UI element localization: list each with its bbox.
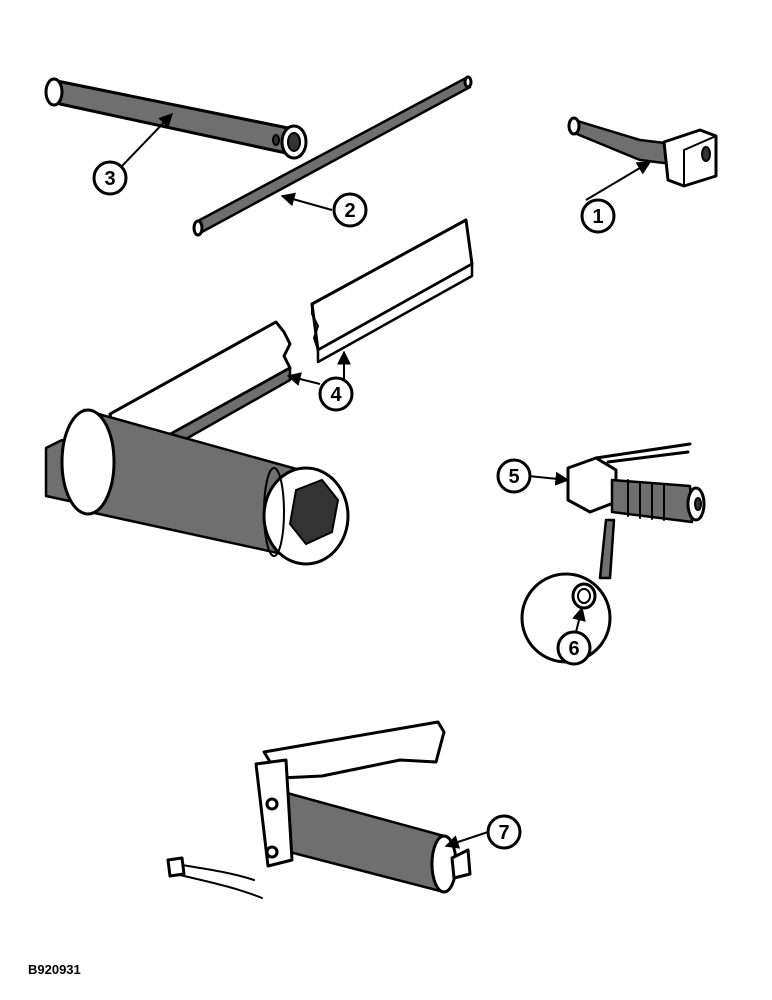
rod-tool (192, 75, 473, 237)
callout-1: 1 (580, 198, 616, 234)
leader-lines (121, 112, 652, 849)
svg-text:4: 4 (330, 384, 342, 406)
t-handle-tool (567, 116, 718, 188)
svg-text:6: 6 (568, 638, 579, 660)
svg-text:1: 1 (592, 206, 603, 228)
svg-text:5: 5 (508, 466, 519, 488)
svg-text:3: 3 (104, 168, 115, 190)
callout-4: 4 (318, 376, 354, 412)
callout-6: 6 (556, 630, 592, 666)
callout-3: 3 (92, 160, 128, 196)
tube-tool (44, 77, 308, 160)
coupler-tool (566, 442, 706, 580)
socket-bar-tool (44, 218, 474, 566)
figure-code: B920931 (28, 962, 81, 977)
svg-text:2: 2 (344, 200, 355, 222)
callout-7: 7 (486, 814, 522, 850)
callout-5: 5 (496, 458, 532, 494)
callout-2: 2 (332, 192, 368, 228)
grease-gun-tool (166, 720, 472, 899)
svg-text:7: 7 (498, 822, 509, 844)
